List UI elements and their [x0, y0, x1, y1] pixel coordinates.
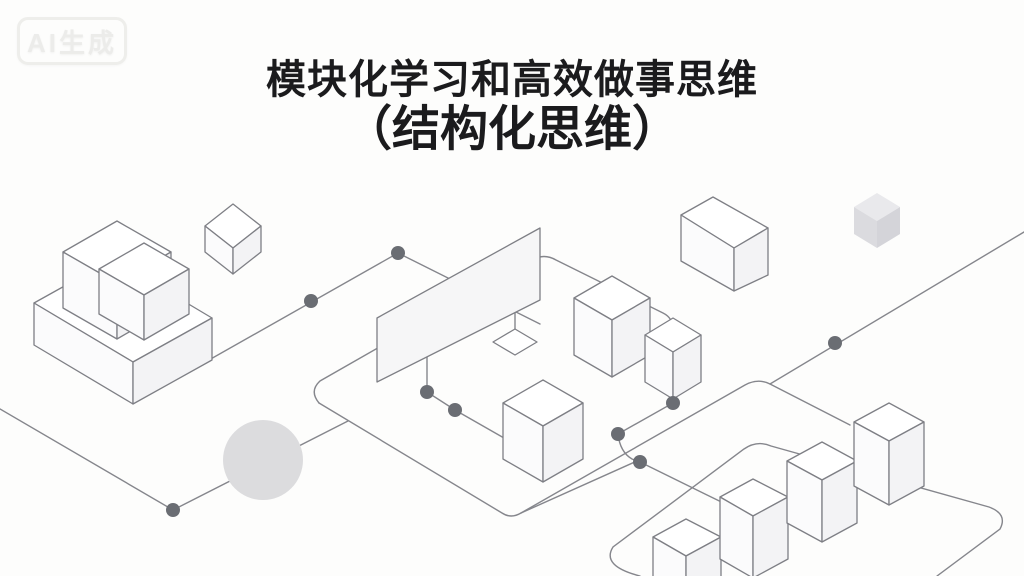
network-node: [420, 385, 434, 399]
floating-cube: [204, 203, 262, 275]
gray-sphere: [223, 420, 303, 500]
ai-generated-watermark-badge: AI生成: [17, 17, 127, 65]
title-block: 模块化学习和高效做事思维 （结构化思维）: [0, 60, 1024, 154]
ground-plate: [609, 442, 1004, 576]
signpost-base: [492, 328, 538, 356]
building-2: [719, 478, 789, 576]
connector-nodes: [166, 246, 842, 517]
network-node: [828, 336, 842, 350]
billboard-panel: [376, 227, 541, 383]
building-1: [652, 518, 722, 576]
building-row: [652, 402, 925, 576]
tall-box: [573, 275, 651, 378]
solid-gray-cube: [854, 193, 900, 248]
network-node: [633, 455, 647, 469]
network-node: [166, 503, 180, 517]
building-4: [853, 402, 925, 506]
network-node: [666, 396, 680, 410]
ai-generated-watermark-label: AI生成: [26, 27, 117, 58]
network-node: [391, 246, 405, 260]
page-subtitle: （结构化思维）: [343, 103, 680, 156]
network-node: [448, 403, 462, 417]
bottom-box: [502, 379, 584, 483]
building-3: [786, 441, 858, 543]
page-title: 模块化学习和高效做事思维: [266, 58, 758, 102]
network-node: [611, 427, 625, 441]
small-cube: [644, 317, 702, 400]
outlined-box: [680, 196, 769, 292]
stacked-box-right: [98, 242, 190, 341]
network-node: [304, 294, 318, 308]
